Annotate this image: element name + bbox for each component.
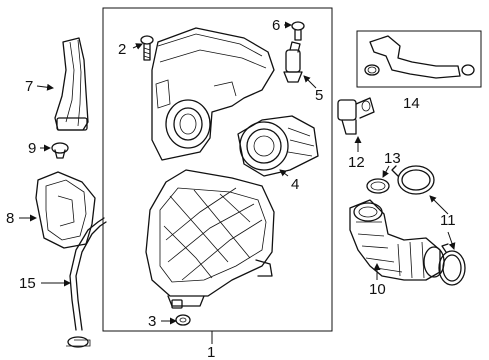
callout-1: 1 — [207, 344, 215, 360]
clip-part — [51, 142, 69, 159]
bolt-part-6 — [291, 21, 305, 41]
hose-kit-frame — [356, 30, 482, 88]
callout-3: 3 — [148, 313, 156, 330]
mass-airflow-sensor-part — [337, 97, 375, 135]
inlet-duct-part — [54, 37, 89, 131]
hose-kit-part — [364, 35, 475, 79]
callout-2: 2 — [118, 41, 126, 58]
callout-6: 6 — [272, 17, 280, 34]
bolt-part — [140, 35, 154, 61]
callout-4: 4 — [291, 176, 299, 193]
air-filter-part — [237, 115, 319, 177]
sensor-part — [283, 41, 303, 83]
callout-9: 9 — [28, 140, 36, 157]
leader-lines — [19, 21, 456, 344]
air-cleaner-assembly-frame — [102, 7, 333, 332]
intake-hose-part — [349, 199, 445, 281]
clamp-part-lower — [438, 243, 466, 286]
callout-7: 7 — [25, 78, 33, 95]
callout-10: 10 — [369, 281, 386, 298]
drain-tube-part — [66, 217, 107, 348]
grommet-part — [175, 314, 191, 326]
callout-8: 8 — [6, 210, 14, 227]
o-ring-inner — [370, 181, 386, 191]
callout-11: 11 — [440, 212, 456, 229]
resonator-part — [35, 171, 96, 249]
clamp-part — [391, 165, 435, 195]
callout-14: 14 — [403, 95, 420, 112]
callout-12: 12 — [348, 154, 365, 171]
o-ring-part — [366, 178, 390, 194]
air-cleaner-housing-part — [145, 169, 275, 309]
callout-15: 15 — [19, 275, 36, 292]
air-cleaner-cover-part — [151, 27, 275, 161]
callout-13: 13 — [384, 150, 401, 167]
callout-5: 5 — [315, 87, 323, 104]
